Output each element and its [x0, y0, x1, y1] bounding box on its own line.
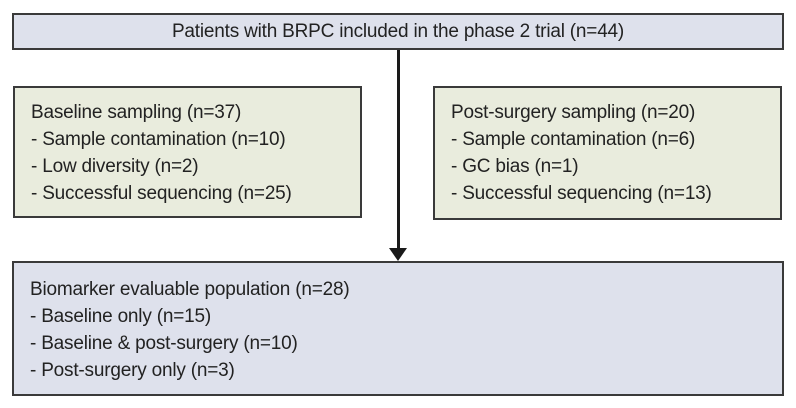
post-surgery-sampling-item: - Successful sequencing (n=13)	[451, 183, 712, 204]
baseline-sampling-box: Baseline sampling (n=37) - Sample contam…	[13, 86, 362, 218]
flow-arrow-shaft	[397, 50, 400, 248]
baseline-sampling-title: Baseline sampling (n=37)	[31, 102, 242, 123]
baseline-sampling-item: - Sample contamination (n=10)	[31, 129, 286, 150]
biomarker-population-item: - Post-surgery only (n=3)	[30, 360, 235, 381]
biomarker-population-item: - Baseline only (n=15)	[30, 306, 211, 327]
post-surgery-sampling-item: - Sample contamination (n=6)	[451, 129, 696, 150]
post-surgery-sampling-item: - GC bias (n=1)	[451, 156, 579, 177]
post-surgery-sampling-title: Post-surgery sampling (n=20)	[451, 102, 696, 123]
baseline-sampling-item: - Low diversity (n=2)	[31, 156, 199, 177]
enrollment-box-text: Patients with BRPC included in the phase…	[171, 20, 625, 42]
baseline-sampling-item: - Successful sequencing (n=25)	[31, 183, 292, 204]
biomarker-population-title: Biomarker evaluable population (n=28)	[30, 279, 350, 300]
biomarker-population-box: Biomarker evaluable population (n=28) - …	[12, 261, 784, 396]
biomarker-population-item: - Baseline & post-surgery (n=10)	[30, 333, 298, 354]
flow-arrow-head-icon	[389, 248, 407, 261]
post-surgery-sampling-box: Post-surgery sampling (n=20) - Sample co…	[433, 86, 782, 220]
enrollment-box: Patients with BRPC included in the phase…	[12, 13, 784, 50]
